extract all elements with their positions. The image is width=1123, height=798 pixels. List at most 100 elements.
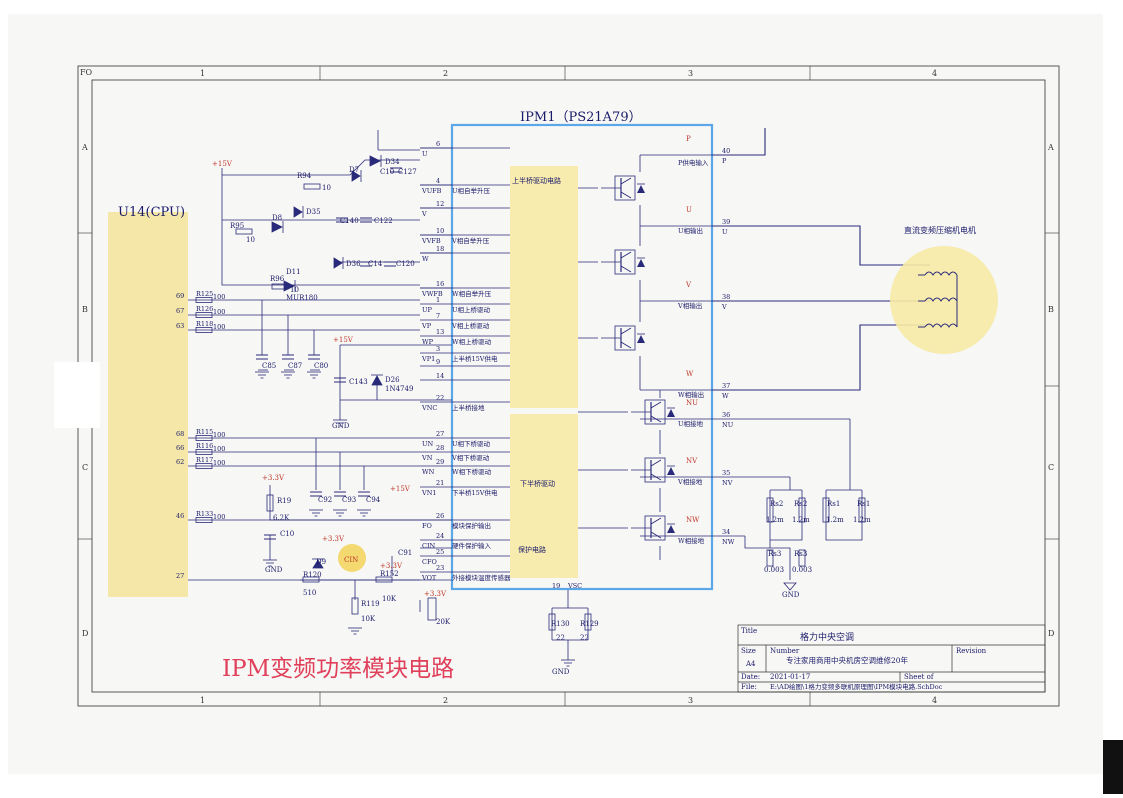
cpu-pin-number: 66: [176, 444, 184, 452]
r129-value: 22: [580, 634, 589, 642]
grid-col-bottom-label: 4: [932, 696, 937, 705]
lower-signal-desc: 下半桥15V供电: [452, 488, 498, 497]
output-net-label: NV: [686, 457, 698, 465]
cpu-resistor-label: R116: [196, 442, 213, 450]
output-desc: P供电输入: [678, 158, 709, 167]
output-pin-name: NV: [722, 479, 733, 487]
output-pin-number: 36: [722, 411, 730, 419]
grid-col-bottom-label: 3: [688, 696, 693, 705]
cpu-resistor-label: R115: [196, 428, 213, 436]
lower-signal-name: UN: [422, 440, 433, 448]
grid-col-bottom-label: 1: [200, 696, 205, 705]
ground-symbol: [348, 627, 362, 635]
r19-value: 6.2K: [273, 514, 290, 522]
grid-col-top-label: 1: [200, 69, 205, 78]
tb-number-value: 专注家用商用中央机房空调维修20年: [786, 655, 909, 665]
rs1b-label: Rs1: [857, 500, 870, 508]
cpu-pin-number: 27: [176, 572, 184, 580]
gnd-shunt: GND: [782, 591, 800, 599]
rail-15v-vn1: +15V: [390, 485, 411, 493]
ground-symbol: [309, 509, 323, 517]
ground-symbol: [333, 509, 347, 517]
grid-row-right-label: C: [1048, 463, 1054, 472]
r152-label: R152: [380, 570, 399, 578]
r96-label: R96: [270, 275, 285, 283]
cpu-series-resistor: [195, 463, 213, 469]
lower-signal-name: CFO: [422, 558, 437, 566]
cpu-series-resistor: [195, 435, 213, 441]
cpu-pin-number: 46: [176, 512, 184, 520]
rs2a-label: Rs2: [770, 500, 783, 508]
compressor-motor: [890, 246, 998, 354]
r119-label: R119: [361, 600, 380, 608]
output-net-label: W: [686, 370, 694, 378]
output-pin-number: 37: [722, 382, 730, 390]
igbt-switch: [631, 457, 675, 483]
output-pin-number: 19: [552, 582, 560, 590]
rs3a-value: 0.003: [764, 566, 784, 574]
output-pin-name: NW: [722, 538, 735, 546]
c140-label: C140: [340, 217, 359, 225]
tb-size-key: Size: [741, 647, 756, 655]
gate-drive-wires: [578, 187, 628, 529]
output-desc: U相输出: [678, 226, 703, 235]
cpu-resistor-value: 100: [213, 308, 225, 316]
cpu-pin-number: 62: [176, 458, 184, 466]
rs2a-value: 1.2m: [766, 516, 784, 524]
ground-symbol: [307, 371, 321, 379]
output-net-label: V: [685, 281, 692, 289]
lower-signal-desc: 硬件保护输入: [452, 541, 492, 550]
r130-value: 22: [556, 634, 565, 642]
upper-signal-name: VP1: [421, 355, 435, 363]
upper-signal-pin: 18: [436, 245, 444, 253]
r120-label: R120: [303, 571, 322, 579]
c93-label: C93: [342, 496, 356, 504]
r129-label: R129: [580, 620, 599, 628]
lower-signal-pin: 24: [436, 532, 444, 540]
diagram-title: IPM变频功率模块电路: [222, 656, 454, 682]
cpu-block: [108, 212, 188, 597]
d11-label: D11: [286, 268, 301, 276]
upper-signal-name: UP: [422, 306, 432, 314]
lower-signal-desc: 外接模块温度传感器: [452, 573, 511, 582]
rs3b-value: 0.003: [792, 566, 812, 574]
c91-label: C91: [398, 549, 412, 557]
upper-signal-pin: 10: [436, 227, 444, 235]
grid-row-left-label: C: [82, 463, 88, 472]
c80-label: C80: [314, 362, 328, 370]
igbt-switch: [601, 249, 645, 275]
grid-row-left-label: D: [82, 629, 88, 638]
output-desc: W相输出: [678, 390, 704, 399]
rs1a-value: 1.2m: [826, 516, 844, 524]
scan-edge: [1103, 740, 1123, 794]
upper-signal-name: U: [422, 150, 428, 158]
protection-circuit-label: 保护电路: [518, 545, 546, 554]
r94-label: R94: [297, 172, 312, 180]
grid-row-right-label: D: [1048, 629, 1054, 638]
upper-signal-pin: 14: [436, 372, 444, 380]
corner-label: FO: [80, 68, 93, 77]
cpu-resistor-value: 100: [213, 445, 225, 453]
lower-signal-name: WN: [422, 468, 435, 476]
d34-label: D34: [385, 158, 400, 166]
output-pin-number: 38: [722, 293, 730, 301]
ground-symbol: [263, 559, 277, 567]
tb-number-key: Number: [770, 647, 800, 655]
c92-label: C92: [318, 496, 332, 504]
tb-title-key: Title: [741, 627, 757, 635]
lower-bridge-driver-block: [510, 414, 578, 578]
upper-bridge-driver-block: [510, 166, 578, 408]
lower-signal-pin: 29: [436, 458, 444, 466]
upper-signal-pin: 6: [436, 140, 440, 148]
thermistor-value: 20K: [436, 618, 451, 626]
rs2b-value: 1.2m: [792, 516, 810, 524]
rail-33v-vot: +3.3V: [424, 590, 447, 598]
lower-signal-name: VN: [421, 454, 433, 462]
gnd-left: GND: [265, 566, 283, 574]
output-pin-name: P: [722, 157, 727, 165]
lower-signal-pin: 26: [436, 512, 444, 520]
output-net-label: P: [686, 135, 691, 143]
output-pin-number: 39: [722, 218, 730, 226]
cpu-resistor-label: R117: [196, 456, 213, 464]
cpu-label: U14(CPU): [118, 205, 185, 220]
